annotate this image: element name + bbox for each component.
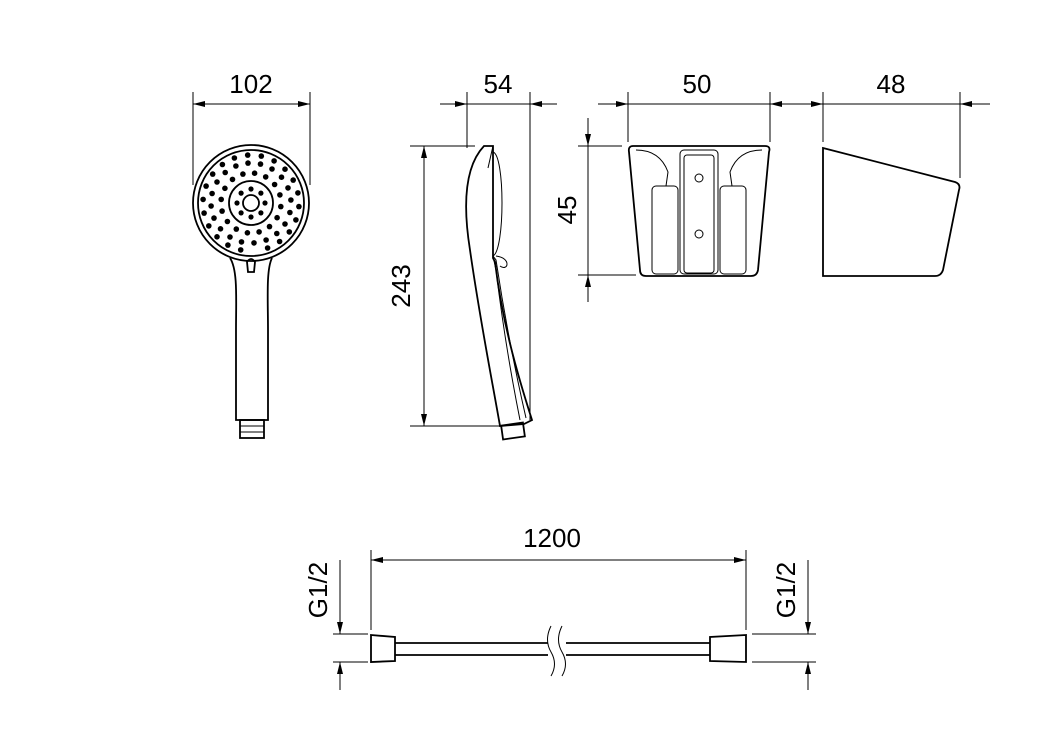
nozzle-dot xyxy=(271,181,278,188)
nozzle-dot xyxy=(287,209,293,216)
nozzle-dot xyxy=(214,234,220,240)
dimension-head-depth: 54 xyxy=(440,69,557,420)
dimension-label-g12-right: G1/2 xyxy=(771,562,801,618)
nozzle-dot xyxy=(258,210,264,216)
dimension-holder-height: 45 xyxy=(552,118,636,302)
dimension-head-length: 243 xyxy=(386,145,500,427)
nozzle-dot xyxy=(262,200,268,206)
nozzle-dot xyxy=(278,203,284,210)
nozzle-dot xyxy=(217,226,224,232)
nozzle-dot xyxy=(274,214,280,221)
nozzle-dot xyxy=(234,200,240,206)
nozzle-dot xyxy=(238,239,245,245)
nozzle-dot xyxy=(231,155,238,161)
nozzle-dot xyxy=(257,161,264,167)
dimension-label-1200: 1200 xyxy=(523,523,581,553)
nozzle-dot xyxy=(200,196,206,203)
nozzle-dot xyxy=(233,163,239,169)
dimension-head-width: 102 xyxy=(192,69,311,185)
nozzle-dot xyxy=(263,237,269,243)
dimension-label-243: 243 xyxy=(386,264,416,307)
holder-front-view xyxy=(627,145,771,277)
nozzle-dot xyxy=(225,242,231,248)
nozzle-dot xyxy=(248,214,254,220)
nozzle-dot xyxy=(218,196,224,203)
nozzle-dot xyxy=(238,210,244,216)
nozzle-dot xyxy=(245,160,251,166)
dimension-thread-left: G1/2 xyxy=(303,560,368,690)
shower-head-side-view xyxy=(465,145,534,441)
nozzle-dot xyxy=(206,223,212,229)
dimension-label-48: 48 xyxy=(877,69,906,99)
nozzle-dot xyxy=(244,230,251,236)
dimension-label-102: 102 xyxy=(229,69,272,99)
nozzle-dot xyxy=(276,238,283,245)
dimension-hose-length: 1200 xyxy=(370,523,747,630)
hose-fitting-right xyxy=(709,634,747,663)
hose xyxy=(370,625,747,677)
nozzle-dot xyxy=(219,208,225,214)
nozzle-dot xyxy=(227,234,233,240)
nozzle-dot xyxy=(222,185,228,192)
nozzle-dot xyxy=(288,197,294,203)
nozzle-dot xyxy=(258,190,264,196)
nozzle-dot xyxy=(248,186,254,192)
nozzle-dot xyxy=(256,229,262,235)
hose-fitting-left xyxy=(370,634,396,663)
nozzle-dot xyxy=(262,174,269,180)
nozzle-dot xyxy=(240,171,246,177)
nozzle-dot xyxy=(251,170,258,176)
nozzle-dot xyxy=(209,190,215,197)
dimension-holder-depth: 48 xyxy=(795,69,990,178)
nozzle-dot xyxy=(278,174,285,180)
nozzle-dot xyxy=(271,158,277,164)
nozzle-dot xyxy=(244,152,251,158)
shower-head-front-view xyxy=(192,144,310,439)
nozzle-dot xyxy=(282,166,288,172)
nozzle-dot xyxy=(211,215,217,221)
nozzle-dot xyxy=(258,153,265,159)
nozzle-dot xyxy=(208,203,214,209)
nozzle-dot xyxy=(201,210,207,216)
nozzle-dot xyxy=(282,221,288,227)
dimension-label-g12-left: G1/2 xyxy=(303,562,333,618)
spray-nozzles xyxy=(200,152,302,253)
nozzle-dot xyxy=(219,161,226,168)
nozzle-dot xyxy=(286,229,293,235)
nozzle-dot xyxy=(285,185,291,191)
nozzle-dot xyxy=(274,230,280,237)
nozzle-dot xyxy=(224,218,231,225)
nozzle-dot xyxy=(214,179,220,185)
nozzle-dot xyxy=(290,177,297,183)
dimension-thread-right: G1/2 xyxy=(752,560,816,690)
nozzle-dot xyxy=(229,176,236,183)
nozzle-dot xyxy=(293,217,299,223)
nozzle-dot xyxy=(209,171,216,177)
holder-side-view xyxy=(822,146,961,277)
nozzle-dot xyxy=(296,203,302,210)
nozzle-dot xyxy=(264,245,271,251)
nozzle-dot xyxy=(238,190,244,196)
nozzle-dot xyxy=(295,190,301,196)
nozzle-dot xyxy=(269,166,275,172)
dimension-label-50: 50 xyxy=(683,69,712,99)
dimension-holder-width: 50 xyxy=(598,69,795,142)
dimension-label-54: 54 xyxy=(484,69,513,99)
nozzle-dot xyxy=(222,169,228,176)
nozzle-dot xyxy=(237,247,244,253)
nozzle-dot xyxy=(233,226,240,232)
nozzle-dot xyxy=(203,183,209,189)
nozzle-dot xyxy=(266,223,273,230)
dimension-label-45: 45 xyxy=(552,196,582,225)
nozzle-dot xyxy=(251,240,257,246)
nozzle-dot xyxy=(277,192,283,198)
